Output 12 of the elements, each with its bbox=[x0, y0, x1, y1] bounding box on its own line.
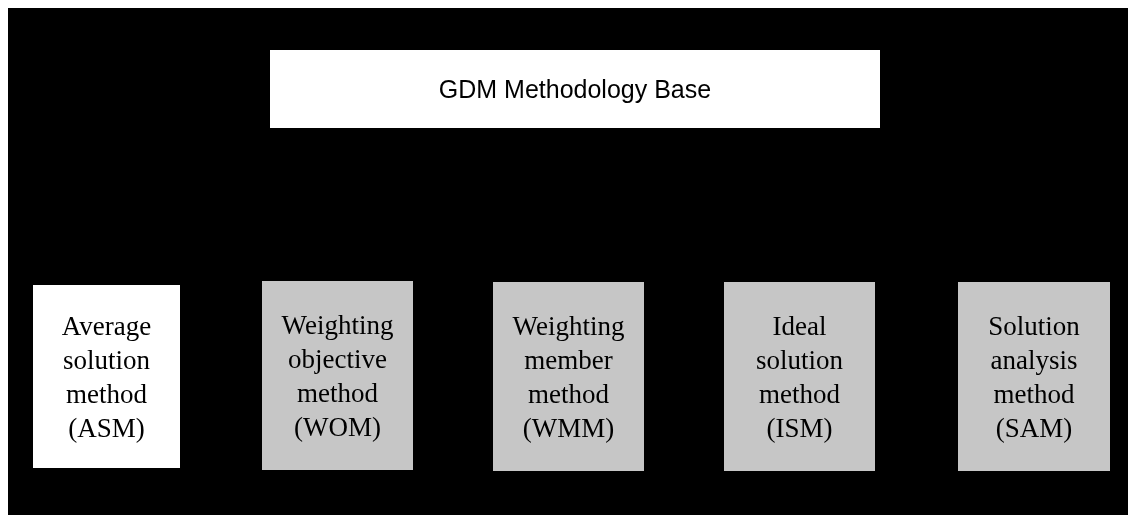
method-box bbox=[493, 282, 644, 471]
title-box bbox=[270, 50, 880, 128]
method-label: Solution analysis method (SAM) bbox=[987, 309, 1081, 445]
method-label: Ideal solution method (ISM) bbox=[755, 309, 844, 445]
method-label: Weighting member method (WMM) bbox=[511, 309, 626, 445]
method-label: Weighting objective method (WOM) bbox=[280, 308, 395, 444]
method-box bbox=[262, 281, 413, 470]
method-box bbox=[958, 282, 1110, 471]
method-box bbox=[724, 282, 875, 471]
method-box bbox=[33, 285, 180, 468]
method-label: Average solution method (ASM) bbox=[60, 309, 153, 445]
title-text: GDM Methodology Base bbox=[438, 74, 712, 104]
